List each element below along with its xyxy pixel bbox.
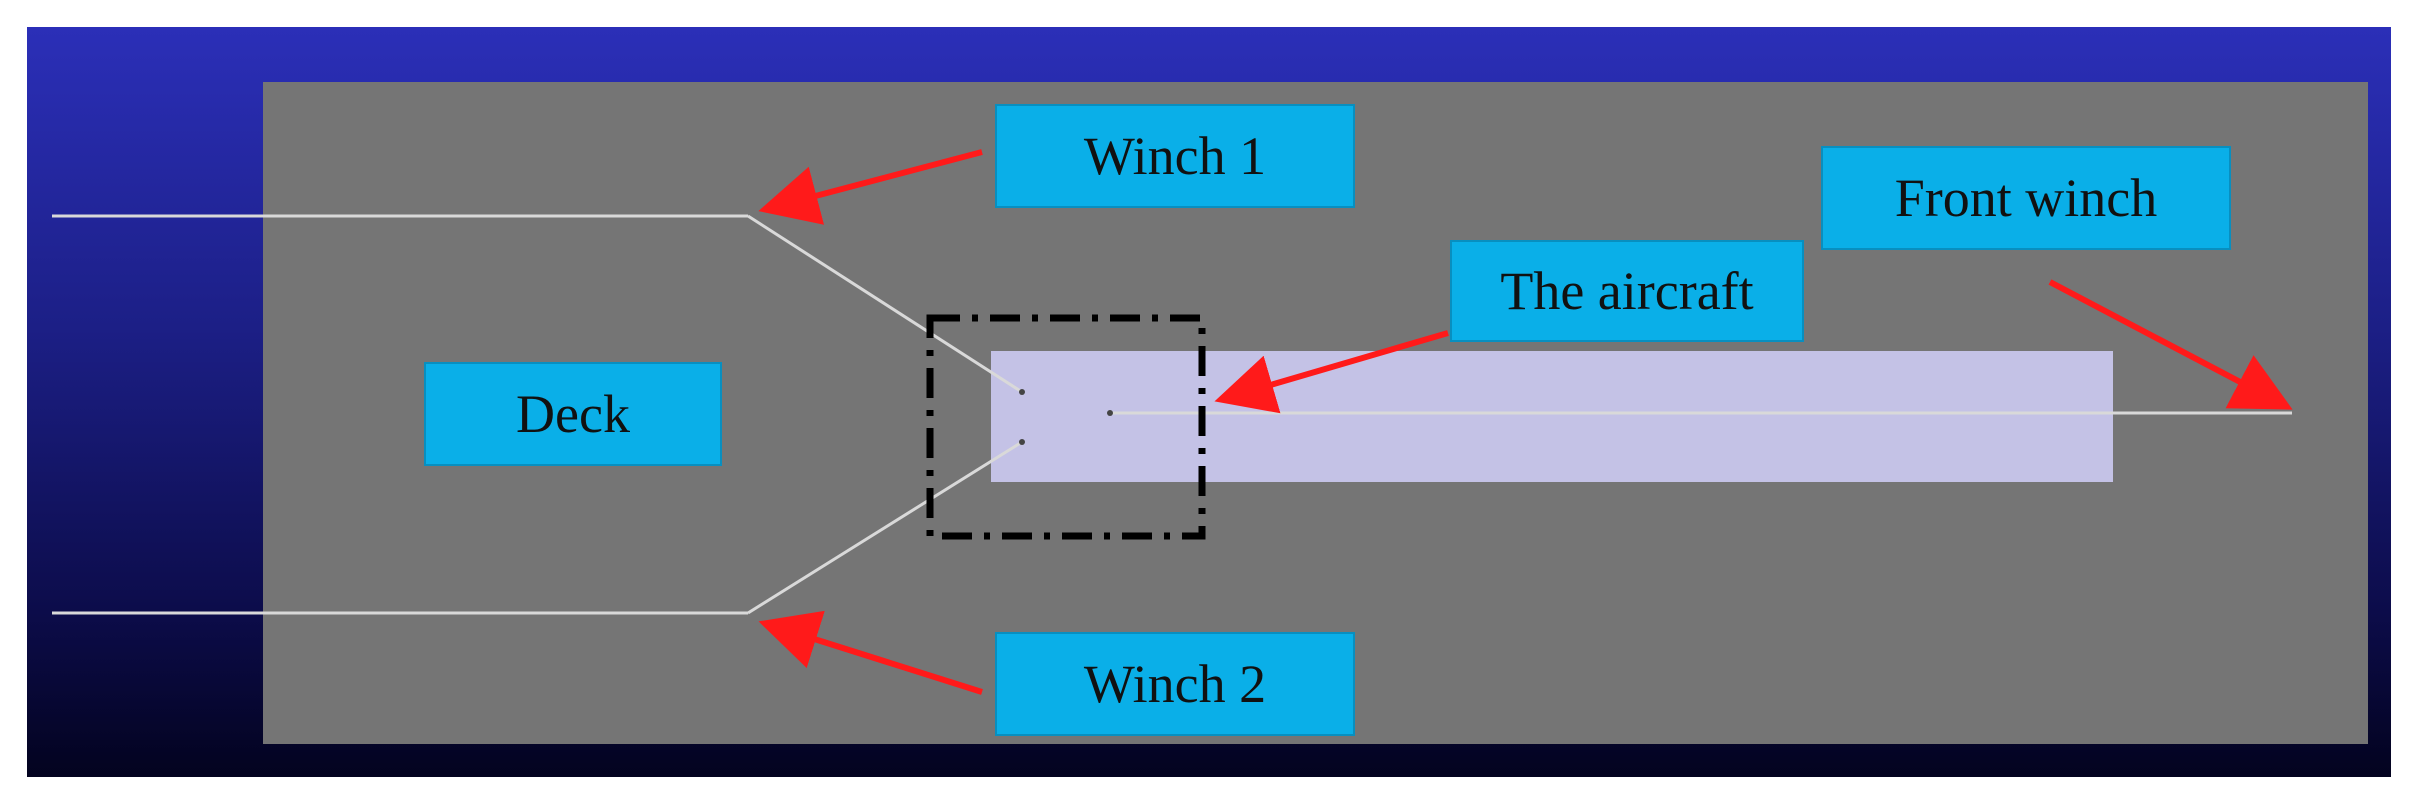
- attach-point-lower: [1019, 439, 1025, 445]
- winch2-cable-diagonal: [747, 440, 1023, 615]
- aircraft-arrow: [1214, 330, 1449, 414]
- front-winch-arrow: [2048, 279, 2293, 410]
- winch1-cable-diagonal: [747, 214, 1023, 394]
- aircraft-body: [991, 351, 2113, 482]
- winch2-label: Winch 2: [995, 632, 1355, 736]
- winch1-arrow: [758, 149, 983, 225]
- winch1-label: Winch 1: [995, 104, 1355, 208]
- aircraft-highlight-box: [926, 314, 1206, 540]
- attach-point-front: [1107, 410, 1113, 416]
- front-winch-label: Front winch: [1821, 146, 2231, 250]
- attach-point-upper: [1019, 389, 1025, 395]
- aircraft-label: The aircraft: [1450, 240, 1804, 342]
- winch2-arrow: [758, 610, 983, 695]
- deck-label: Deck: [424, 362, 722, 466]
